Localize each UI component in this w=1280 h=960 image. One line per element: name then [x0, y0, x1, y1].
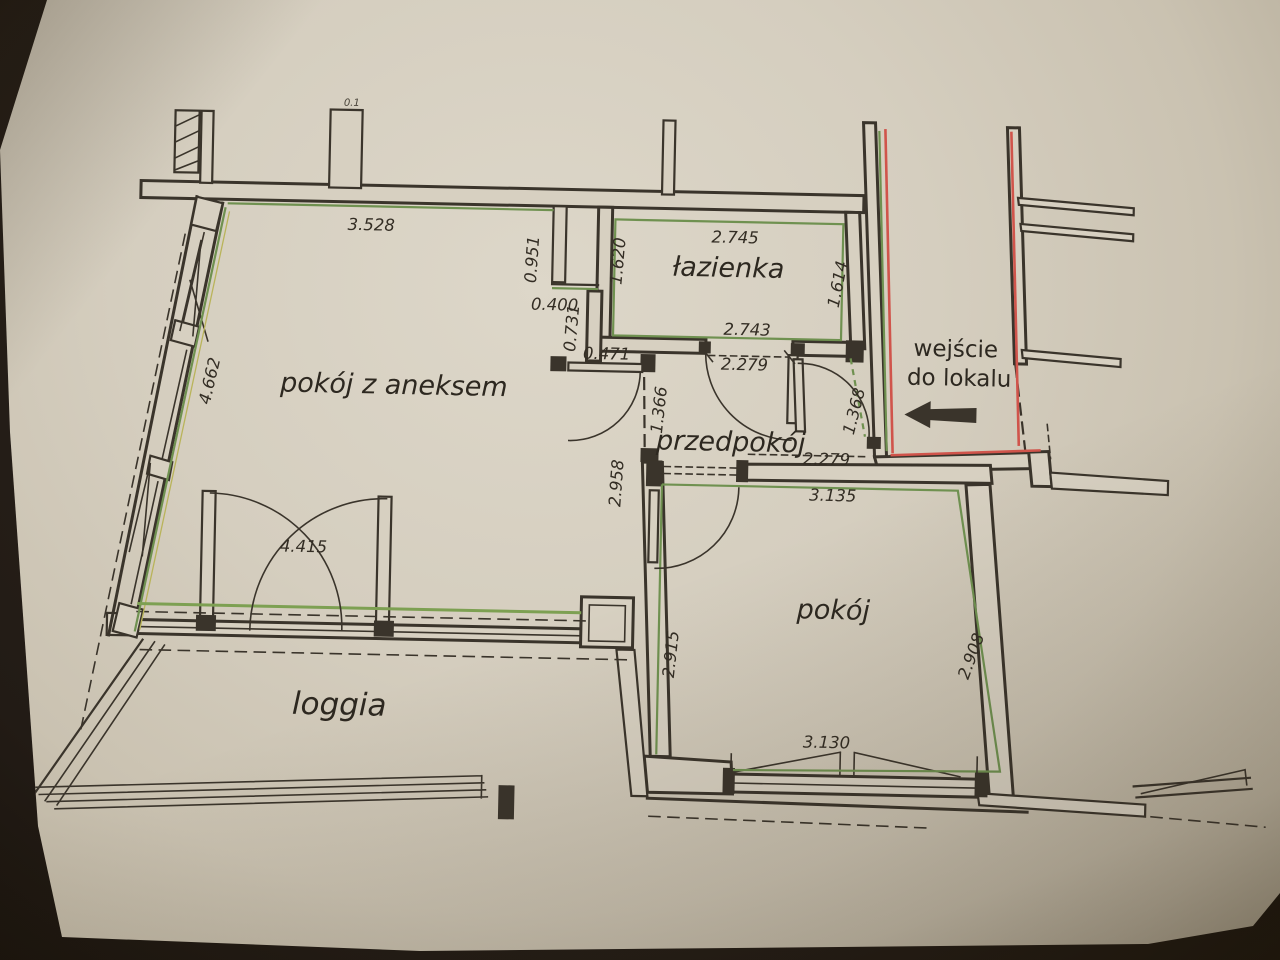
- diagonal-wall-inner: [130, 201, 225, 636]
- doorway-threshold-dashes: [663, 465, 738, 476]
- bathroom-right-wall: [844, 210, 867, 351]
- loggia-left-lines: [44, 640, 166, 806]
- neighbor-window: [1132, 776, 1253, 799]
- corner-block-inner: [587, 604, 627, 643]
- room-door-arc: [654, 487, 740, 570]
- wall-below-shaft: [584, 289, 604, 363]
- dim-hallway-width: 2.279: [803, 449, 851, 469]
- top-wall-stub: [327, 108, 364, 190]
- diagonal-wall-chunk-3: [145, 454, 174, 482]
- loggia-right-wall: [615, 648, 649, 798]
- room-window-midline: [731, 782, 976, 789]
- door-jambs: [195, 340, 988, 820]
- room-label-hallway: przedpokój: [655, 425, 807, 459]
- entrance-door-leaf: [792, 358, 807, 433]
- entrance-label-line2: do lokalu: [907, 365, 1012, 393]
- dim-room-window: 3.130: [803, 732, 851, 752]
- loggia-top-dashed: [139, 648, 628, 661]
- hatch-lines: [173, 113, 201, 172]
- hallway-left-dashed-wall: [643, 376, 646, 450]
- hatched-column: [173, 109, 201, 174]
- balcony-door-arc-right: [248, 497, 388, 631]
- dim-top-wall: 3.528: [347, 215, 395, 235]
- room-label-bathroom: łazienka: [672, 252, 785, 285]
- balcony-door-arc-left: [209, 492, 343, 631]
- room-green-outline: [655, 483, 1002, 773]
- bottom-wall-right: [976, 791, 1147, 818]
- diagonal-outside-dashed: [79, 233, 186, 732]
- dim-shaft-offset: 0.400: [531, 295, 579, 315]
- living-door-leaf: [567, 361, 644, 374]
- corridor-red-outline: [884, 129, 1041, 457]
- bottom-exterior-line: [645, 796, 1029, 814]
- balcony-door-leaf-left: [198, 489, 217, 621]
- hallway-bottom-wall: [738, 462, 994, 485]
- loggia-left-line-1: [31, 638, 145, 797]
- room-label-living: pokój z aneksem: [279, 367, 508, 403]
- neighbor-wall-right: [1049, 471, 1170, 497]
- living-door-arc: [567, 371, 642, 442]
- dim-bathroom-left: 1.620: [606, 237, 629, 286]
- dim-shaft-height: 0.951: [521, 235, 543, 284]
- balcony-door-leaf-right: [374, 495, 393, 626]
- dim-bathroom-door: 2.279: [721, 355, 769, 375]
- corridor-right-wall-dashed: [1014, 364, 1027, 456]
- dim-wall-below-shaft: 0.731: [560, 304, 583, 353]
- dim-bathroom-bottom: 2.743: [723, 320, 771, 340]
- entrance-arrow-icon: [904, 401, 977, 429]
- room-label-loggia: loggia: [292, 686, 387, 724]
- entrance-label-line1: wejście: [913, 336, 998, 364]
- dim-living-door: 0.471: [583, 344, 631, 364]
- dim-left-wall: 4.662: [195, 356, 224, 406]
- dimension-helper-lines: [701, 348, 979, 776]
- top-left-wall-stub: [199, 109, 215, 185]
- neighbor-stub-1: [1016, 196, 1135, 217]
- room-label-room: pokój: [795, 594, 870, 627]
- room-window-triangles: [732, 751, 961, 778]
- bathroom-green-outline: [611, 218, 845, 342]
- dim-living-right: 2.958: [605, 459, 627, 508]
- shaft-bottom: [550, 282, 600, 287]
- neighbor-wall-above-bathroom: [660, 119, 677, 196]
- balcony-threshold-green: [137, 601, 582, 615]
- dim-balcony-door: 4.415: [280, 536, 328, 556]
- diagonal-wall-chunk-2: [169, 318, 201, 349]
- dim-room-top: 3.135: [809, 486, 857, 506]
- neighbor-window-triangle: [1140, 768, 1248, 795]
- dim-top-stub: 0.1: [344, 98, 360, 109]
- neighbor-stub-3: [1020, 348, 1122, 369]
- entrance-door-arc: [797, 362, 870, 440]
- corridor-corner-block: [1027, 450, 1054, 489]
- bottom-dashed-lines: [648, 815, 1266, 829]
- dim-room-left: 2.915: [659, 630, 683, 679]
- window-opening-triangles: [128, 239, 209, 557]
- dim-hallway-left: 1.366: [647, 385, 671, 434]
- neighbor-stub-2: [1019, 222, 1135, 243]
- loggia-railing: [30, 774, 489, 810]
- walls: [30, 108, 1266, 829]
- bathroom-door-arc: [704, 350, 792, 441]
- duct-shaft: [551, 205, 568, 284]
- doors: [209, 350, 870, 631]
- diagonal-wall-outer: [106, 194, 199, 637]
- entrance-opening-green-dashed: [849, 358, 867, 437]
- top-exterior-wall: [139, 178, 866, 215]
- dim-bathroom-top: 2.745: [711, 227, 759, 247]
- diagonal-wall-chunk-1: [189, 195, 225, 233]
- unit-outline-green: [133, 130, 1002, 773]
- room-door-leaf: [647, 489, 660, 564]
- room-bottom-left-wall: [642, 754, 735, 796]
- neighbor-door-dashed: [1046, 423, 1052, 460]
